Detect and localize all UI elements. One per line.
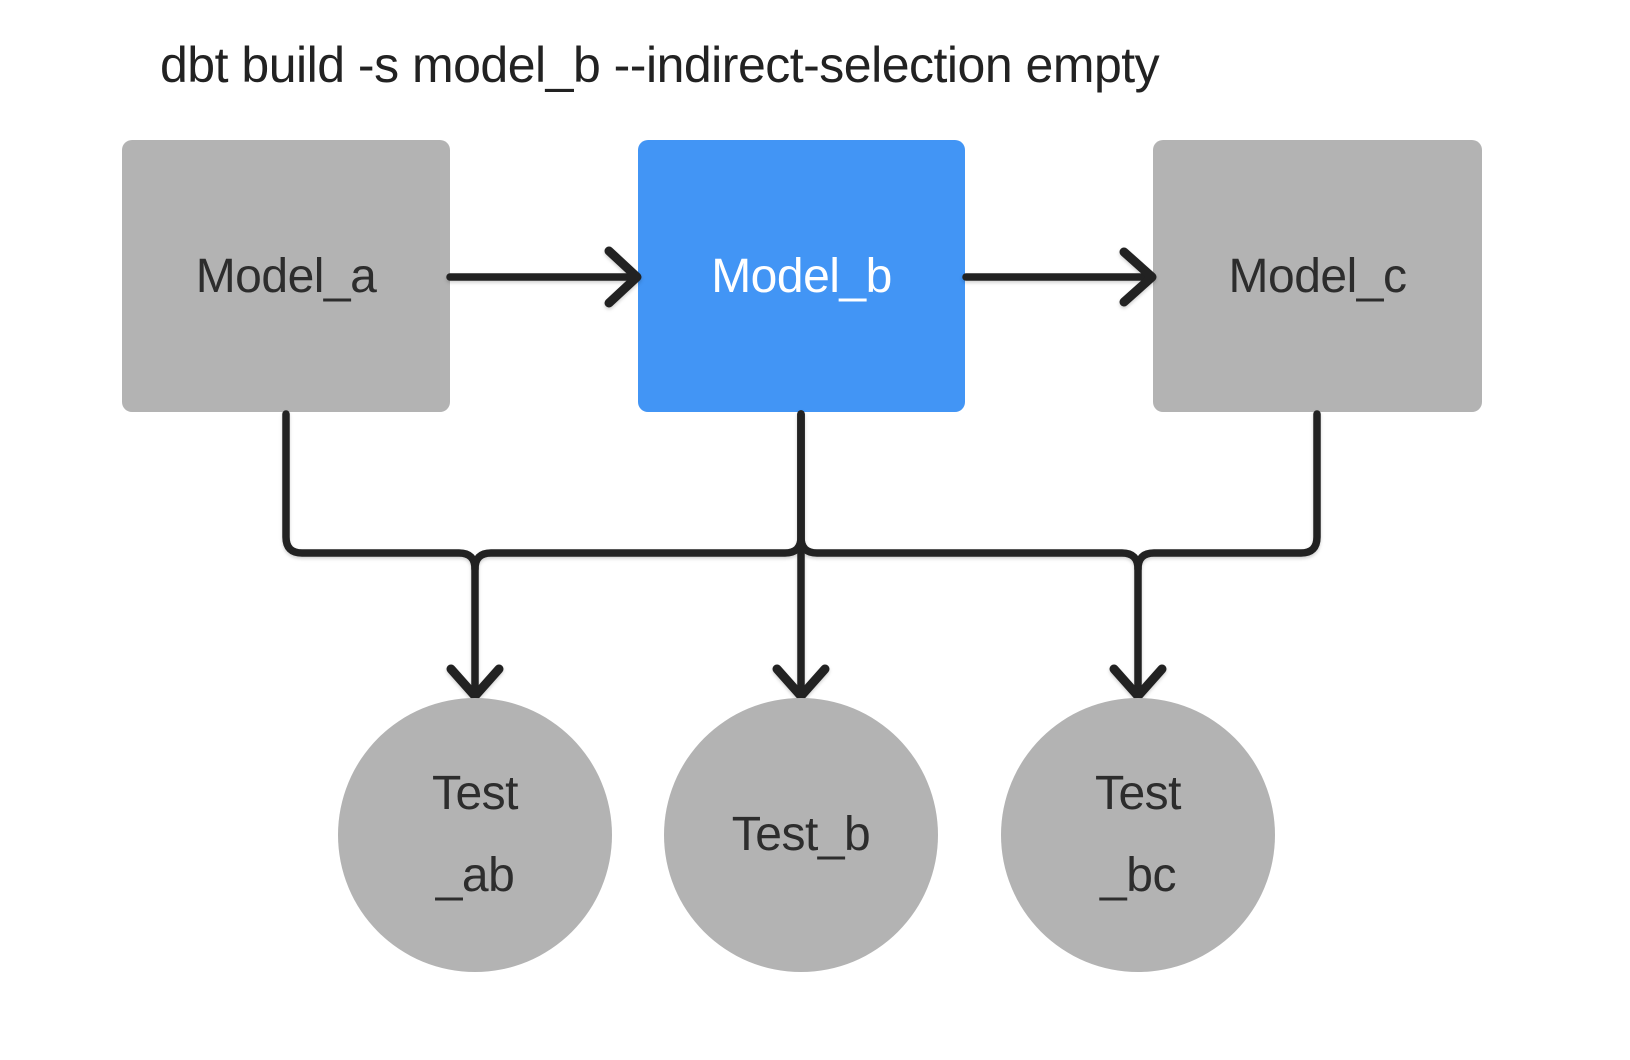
edge-model-c-to-test-bc: [1134, 410, 1321, 696]
node-test-ab: Test_ab: [338, 698, 612, 972]
diagram-title: dbt build -s model_b --indirect-selectio…: [160, 37, 1160, 93]
arrowhead-test-ab: [446, 664, 504, 701]
edge-model-b-to-test-bc: [797, 410, 1142, 573]
node-model-b: Model_b: [638, 140, 965, 412]
node-model-c: Model_c: [1153, 140, 1482, 412]
edge-model-a-to-test-ab: [282, 410, 479, 696]
node-model-b-label: Model_b: [711, 249, 892, 303]
arrowhead-model-b: [604, 246, 642, 308]
node-model-a: Model_a: [122, 140, 450, 412]
node-test-bc: Test_bc: [1001, 698, 1275, 972]
arrowhead-test-bc: [1109, 664, 1167, 701]
edge-model-b-to-test-ab: [471, 410, 805, 573]
node-test-b: Test_b: [664, 698, 938, 972]
arrowhead-model-c: [1119, 247, 1157, 307]
node-model-c-label: Model_c: [1228, 249, 1407, 303]
node-model-a-label: Model_a: [195, 249, 377, 303]
arrowhead-test-b: [772, 664, 830, 701]
